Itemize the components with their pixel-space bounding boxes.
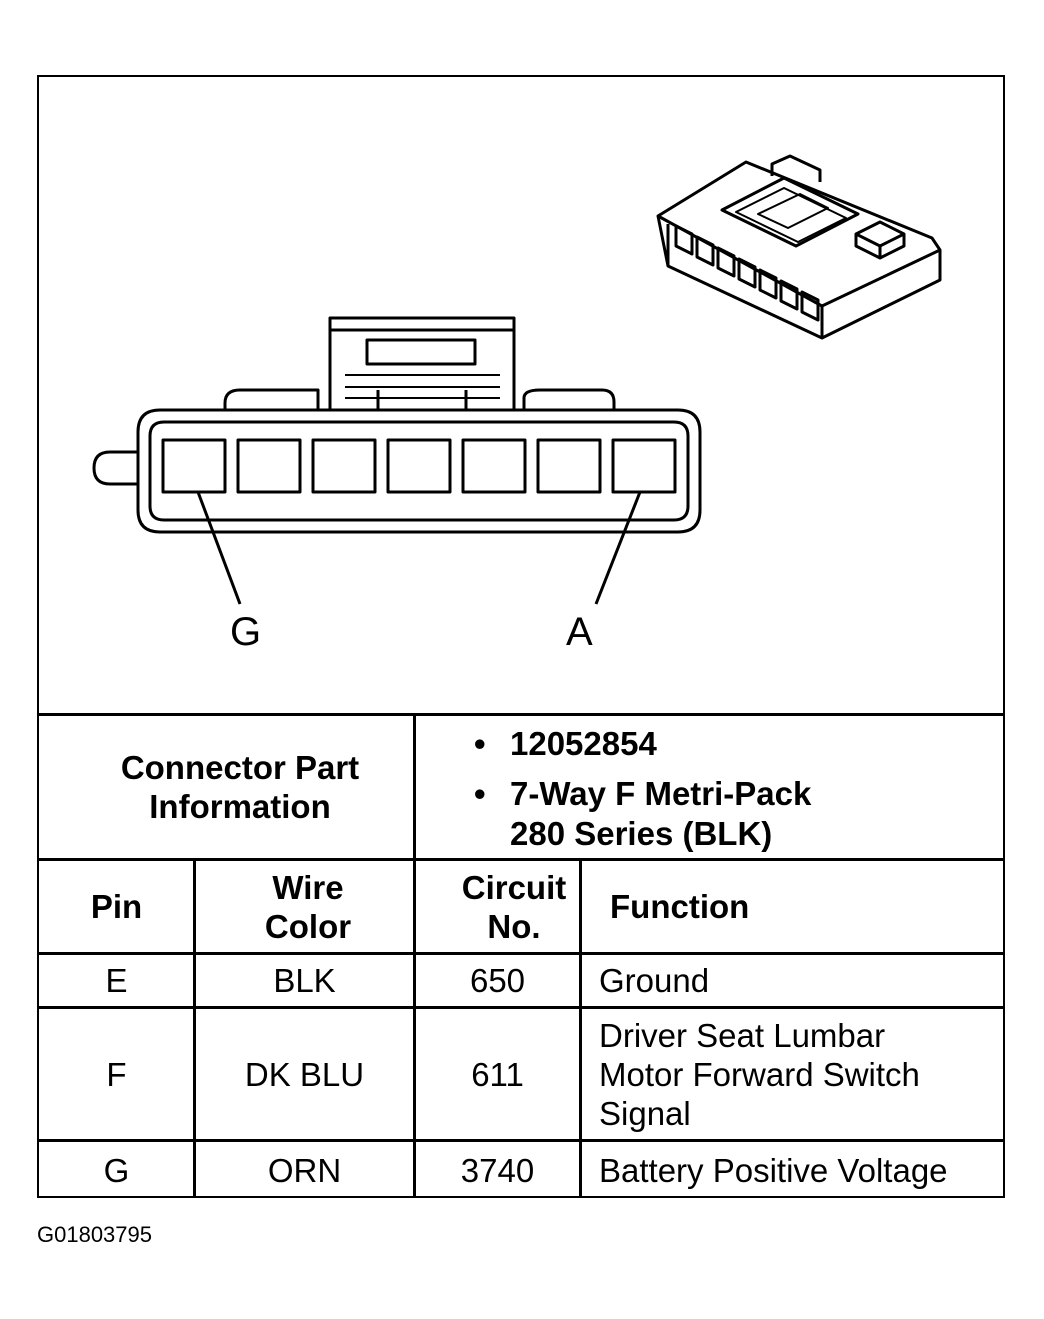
table-cell-wire-color: BLK [273,962,336,999]
connector-part-number: • 12052854 [474,724,974,764]
connector-description: • 7-Way F Metri-Pack 280 Series (BLK) [474,774,854,854]
divider-line [37,1139,1005,1142]
cavity-c [461,438,527,494]
table-cell-pin: F [106,1055,127,1093]
bullet-symbol: • [474,725,486,762]
cavity-d [386,438,452,494]
pin-label-a: A [566,610,593,654]
header-circuit-no: Circuit No. [461,868,567,945]
cavity-b [536,438,602,494]
header-function: Function [610,888,750,925]
header-wire-color: Wire Color [264,868,352,945]
connector-part-info-label: Connector Part Information [120,749,360,825]
table-cell-circuit: 611 [471,1055,524,1093]
cavity-e [311,438,377,494]
header-pin: Pin [90,888,143,925]
table-cell-pin: E [105,962,128,999]
cavity-f [236,438,302,494]
pin-label-g: G [230,610,262,654]
table-cell-pin: G [103,1151,130,1189]
table-cell-circuit: 3740 [460,1151,535,1189]
divider-line [37,858,1005,861]
leader-line-a [594,491,642,605]
cavity-a [611,438,677,494]
bullet-text: 12052854 [510,725,657,762]
divider-line [37,952,1005,955]
table-cell-function: Driver Seat Lumbar Motor Forward Switch … [599,1016,920,1132]
divider-line [579,858,582,1198]
table-cell-wire-color: ORN [267,1151,342,1189]
table-cell-function: Battery Positive Voltage [599,1151,948,1189]
diagram-frame [37,75,1005,1198]
connector-diagram [92,154,942,605]
bullet-text: 7-Way F Metri-Pack 280 Series (BLK) [510,775,812,852]
connector-isometric-view [656,154,942,340]
leader-line-g [196,491,242,605]
connector-latch [223,316,616,410]
divider-line [413,713,416,1198]
table-cell-function: Ground [599,962,710,999]
table-cell-circuit: 650 [469,962,526,999]
divider-line [37,1006,1005,1009]
divider-line [37,713,1005,716]
bullet-symbol: • [474,775,486,812]
connector-housing [92,408,702,534]
table-cell-wire-color: DK BLU [244,1055,365,1093]
figure-id: G01803795 [37,1222,152,1247]
divider-line [193,858,196,1198]
cavity-g [161,438,227,494]
connector-cavities [161,438,677,494]
